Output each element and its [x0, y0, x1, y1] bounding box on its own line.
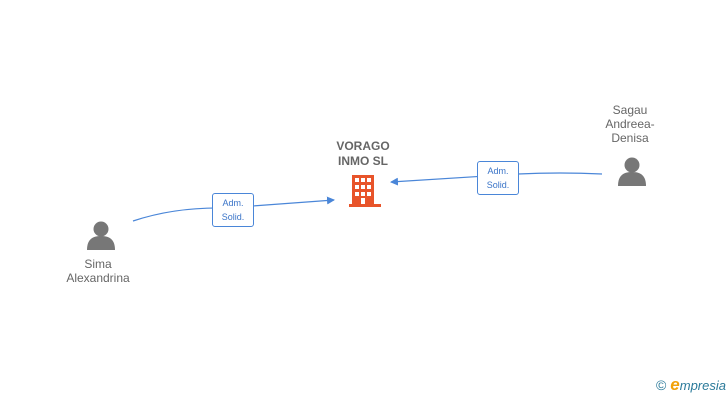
- person-icon[interactable]: [87, 221, 115, 251]
- brand-name: mpresia: [679, 377, 726, 393]
- copyright-icon: ©: [655, 377, 667, 393]
- role-badge: Adm. Solid.: [212, 193, 254, 227]
- edge-sagau-to-company: [390, 172, 603, 186]
- brand-logo-initial: e: [670, 375, 680, 394]
- company-name[interactable]: VORAGO INMO SL: [336, 139, 390, 168]
- role-badge: Adm. Solid.: [477, 161, 519, 195]
- person-name[interactable]: Sagau Andreea- Denisa: [605, 103, 655, 145]
- person-name[interactable]: Sima Alexandrina: [66, 257, 130, 285]
- person-icon[interactable]: [618, 157, 646, 187]
- building-icon[interactable]: [349, 175, 381, 207]
- brand-footer[interactable]: © e mpresia: [656, 375, 726, 395]
